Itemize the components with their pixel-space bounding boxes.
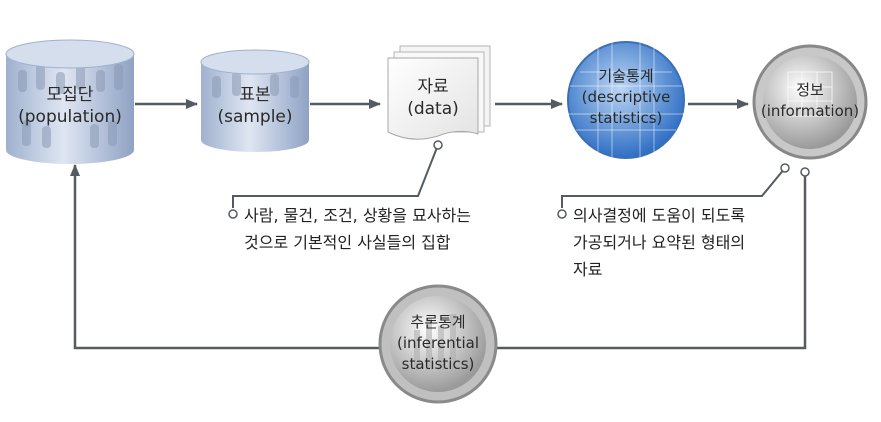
data-definition-line2: 것으로 기본적인 사실들의 집합 — [244, 233, 451, 252]
data-callout-dot — [433, 140, 443, 150]
data-note-bullet — [228, 209, 238, 219]
population-label-ko: 모집단 — [46, 85, 94, 105]
sample-cylinder — [200, 49, 310, 152]
data-paper-stack — [387, 45, 491, 140]
info-definition-line1: 의사결정에 도움이 되도록 — [573, 206, 746, 225]
information-label: 정보 (information) — [752, 80, 868, 122]
descriptive-label: 기술통계 (descriptive statistics) — [566, 66, 686, 129]
info-callout-dot — [780, 163, 790, 173]
descriptive-label-en1: (descriptive — [581, 88, 671, 106]
population-label-en: (population) — [18, 107, 122, 127]
info-note-bullet — [557, 209, 567, 219]
descriptive-circle — [567, 41, 685, 159]
population-cylinder — [5, 39, 135, 164]
inferential-label: 추론통계 (inferential statistics) — [378, 312, 498, 375]
info-definition-line3: 자료 — [573, 260, 603, 279]
inferential-label-en2: statistics) — [401, 355, 475, 373]
inferential-circle — [378, 284, 498, 404]
info-definition-line2: 가공되거나 요약된 형태의 — [573, 233, 746, 252]
sample-label: 표본 (sample) — [201, 84, 309, 128]
data-definition-note: 사람, 물건, 조건, 상황을 묘사하는 것으로 기본적인 사실들의 집합 — [244, 202, 471, 256]
inferential-label-en1: (inferential — [396, 334, 480, 352]
info-definition-note: 의사결정에 도움이 되도록 가공되거나 요약된 형태의 자료 — [573, 202, 745, 283]
descriptive-label-ko: 기술통계 — [598, 67, 654, 85]
inferential-label-ko: 추론통계 — [410, 313, 466, 331]
data-label-ko: 자료 — [417, 77, 449, 97]
descriptive-label-en2: statistics) — [589, 109, 663, 127]
sample-label-ko: 표본 — [239, 85, 271, 105]
information-label-ko: 정보 — [796, 81, 824, 99]
data-label-en: (data) — [407, 99, 459, 119]
info-callout-leader — [561, 167, 786, 208]
information-label-en: (information) — [760, 102, 860, 120]
information-circle — [752, 44, 868, 160]
loop-start-dot — [800, 167, 810, 177]
data-definition-line1: 사람, 물건, 조건, 상황을 묘사하는 — [244, 206, 471, 225]
data-label: 자료 (data) — [388, 76, 478, 120]
population-label: 모집단 (population) — [6, 84, 134, 128]
sample-label-en: (sample) — [217, 107, 293, 127]
data-callout-leader — [232, 144, 439, 208]
